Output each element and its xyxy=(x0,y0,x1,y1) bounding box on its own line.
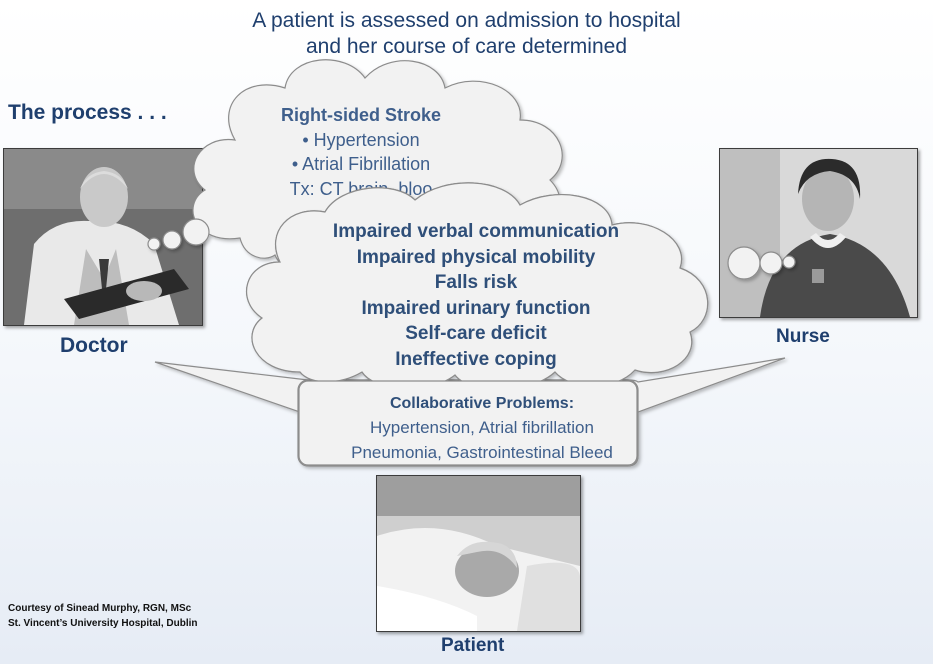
nurse-image xyxy=(720,149,917,317)
doctor-thought-bubble-small xyxy=(147,237,161,251)
title-line-1: A patient is assessed on admission to ho… xyxy=(252,9,681,32)
nurse-photo xyxy=(719,148,918,318)
nurse-thought-bubble-small xyxy=(782,255,796,269)
diagnosis-heading: Right-sided Stroke xyxy=(280,105,441,125)
collaborative-heading: Collaborative Problems: xyxy=(389,395,575,412)
nursing-diagnosis: Impaired physical mobility xyxy=(356,246,596,268)
nursing-diagnosis: Falls risk xyxy=(434,272,518,293)
collaborative-line-2: Pneumonia, Gastrointestinal Bleed xyxy=(351,443,613,462)
collaborative-line-1: Hypertension, Atrial fibrillation xyxy=(370,418,594,437)
patient-label: Patient xyxy=(441,635,505,656)
nurse-label: Nurse xyxy=(776,326,830,347)
process-label: The process . . . xyxy=(8,101,167,124)
nursing-diagnosis: Impaired urinary function xyxy=(361,297,591,319)
patient-image xyxy=(377,476,580,631)
credit-line-1: Courtesy of Sinead Murphy, RGN, MSc xyxy=(8,603,192,614)
doctor-photo xyxy=(3,148,203,326)
diagnosis-item: • Hypertension xyxy=(302,129,420,150)
slide-title: A patient is assessed on admission to ho… xyxy=(0,8,933,60)
doctor-thought-bubble-medium xyxy=(162,230,182,250)
photo-credit: Courtesy of Sinead Murphy, RGN, MSc St. … xyxy=(8,601,197,631)
nursing-diagnosis: Self-care deficit xyxy=(405,323,547,344)
doctor-label: Doctor xyxy=(60,334,128,357)
patient-photo xyxy=(376,475,581,632)
nursing-diagnosis: Ineffective coping xyxy=(395,348,557,370)
nursing-diagnosis: Impaired verbal communication xyxy=(332,221,620,242)
doctor-thought-bubble-large xyxy=(182,218,210,246)
collaborative-problems-text: Collaborative Problems: Hypertension, At… xyxy=(300,393,664,465)
title-line-2: and her course of care determined xyxy=(305,35,628,58)
diagnosis-item: • Atrial Fibrillation xyxy=(291,154,431,174)
nursing-diagnoses-text: Impaired verbal communication Impaired p… xyxy=(290,219,662,372)
doctor-image xyxy=(4,149,202,325)
credit-line-2: St. Vincent’s University Hospital, Dubli… xyxy=(8,618,198,629)
nurse-thought-bubble-medium xyxy=(759,251,783,275)
